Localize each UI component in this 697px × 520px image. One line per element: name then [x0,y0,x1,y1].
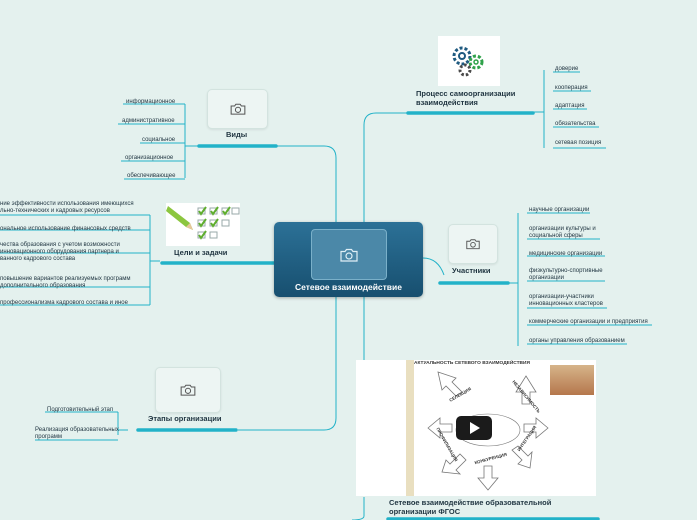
protsess-item[interactable]: сетевая позиция [555,140,602,146]
etapy-item[interactable]: Реализация образовательных программ [35,427,119,440]
uchastniki-item[interactable]: научные организации [529,207,590,213]
uchastniki-item[interactable]: медицинские организации [529,251,603,257]
vidy-item[interactable]: административное [122,118,175,124]
uchastniki-item[interactable]: физкультурно-спортивные организации [529,268,603,281]
video-arrows-diagram [427,371,549,491]
play-button[interactable] [456,416,492,440]
central-topic-label: Сетевое взаимодействие [294,282,402,292]
branch-protsess-label[interactable]: Процесс самоорганизации взаимодействия [416,89,516,107]
gears-icon [452,46,484,77]
uchastniki-item[interactable]: организации культуры и социальной сферы [529,226,596,239]
center-image-placeholder [311,229,387,280]
uchastniki-item[interactable]: коммерческие организации и предприятия [529,319,648,325]
protsess-item[interactable]: обязательства [555,121,596,127]
vidy-item[interactable]: организационное [125,155,174,161]
camera-icon [340,248,358,262]
video-thumbnail[interactable]: АКТУАЛЬНОСТЬ СЕТЕВОГО ВЗАИМОДЕЙСТВИЯ СЕЛ… [356,360,596,496]
vidy-item[interactable]: информационное [126,99,176,105]
gears-image [438,36,500,86]
checklist-image [166,203,240,246]
protsess-item[interactable]: адаптация [555,103,585,109]
video-presenter-image [550,365,594,395]
branch-etapy-label[interactable]: Этапы организации [148,414,222,423]
camera-icon [180,384,196,396]
camera-icon [230,103,245,115]
branch-vidy-label[interactable]: Виды [226,130,248,139]
uchastniki-image-placeholder [448,224,498,264]
tseli-item[interactable]: ние эффективности использования имеющихс… [0,201,134,214]
uchastniki-item[interactable]: организации-участники инновационных клас… [529,294,603,307]
branch-tseli-label[interactable]: Цели и задачи [174,248,228,257]
vidy-item[interactable]: обеспечивающее [127,173,176,179]
tseli-item[interactable]: профессионализма кадрового состава и ино… [0,300,128,306]
tseli-item[interactable]: повышение вариантов реализуемых программ… [0,276,131,289]
video-side-strip [406,360,414,496]
branch-video-label[interactable]: Сетевое взаимодействие образовательной о… [389,498,552,516]
protsess-item[interactable]: кооперация [555,85,588,91]
branch-uchastniki-label[interactable]: Участники [452,266,491,275]
checklist-icon [166,206,240,240]
uchastniki-item[interactable]: органы управления образованием [529,338,625,344]
etapy-image-placeholder [155,367,221,413]
video-slide-title: АКТУАЛЬНОСТЬ СЕТЕВОГО ВЗАИМОДЕЙСТВИЯ [414,361,530,366]
central-topic[interactable]: Сетевое взаимодействие [274,222,423,297]
camera-icon [466,239,480,250]
vidy-item[interactable]: социальное [142,137,176,143]
vidy-image-placeholder [207,89,268,129]
etapy-item[interactable]: Подготовительный этап [47,407,114,413]
tseli-item[interactable]: ональное использование финансовых средст… [0,226,131,232]
tseli-item[interactable]: чества образования с учетом возможности … [0,242,120,262]
protsess-item[interactable]: доверие [555,66,579,72]
